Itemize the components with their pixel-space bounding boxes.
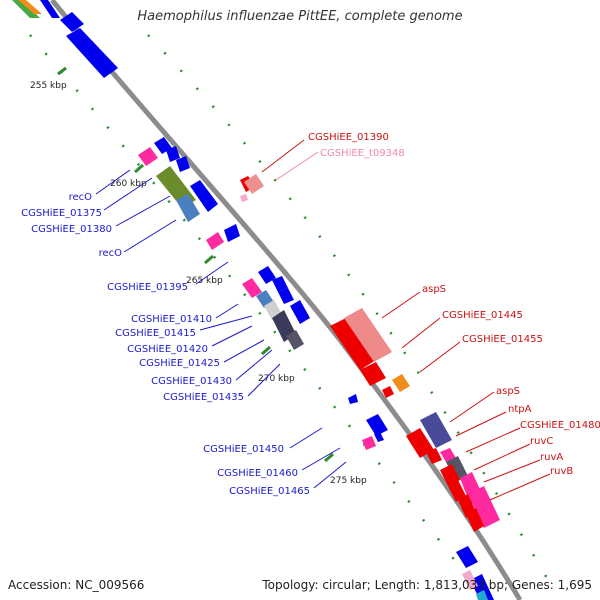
tick-label-270kbp: 270 kbp	[258, 374, 295, 384]
right-gene-labels: CGSHiEE_01390 CGSHiEE_t09348 aspS CGSHiE…	[308, 132, 600, 477]
left-gene-labels: recO CGSHiEE_01375 CGSHiEE_01380 recO CG…	[21, 192, 310, 497]
gene-label-CGSHiEE-01410: CGSHiEE_01410	[131, 314, 212, 325]
gene-label-CGSHiEE-01415: CGSHiEE_01415	[115, 328, 196, 339]
gene-cluster-4	[406, 412, 500, 532]
gene-label-CGSHiEE-01380: CGSHiEE_01380	[31, 224, 112, 235]
gene-label-aspS-1: aspS	[422, 284, 446, 295]
gene-label-CGSHiEE-01425: CGSHiEE_01425	[139, 358, 220, 369]
gene-cluster-1	[138, 137, 264, 250]
genome-summary: Topology: circular; Length: 1,813,033 bp…	[262, 578, 592, 592]
gene-label-ntpA: ntpA	[508, 404, 532, 415]
left-leader-lines	[95, 169, 347, 489]
tick-label-265kbp: 265 kbp	[186, 276, 223, 286]
gene-label-recO-2: recO	[99, 248, 123, 259]
gene-label-CGSHiEE-01390: CGSHiEE_01390	[308, 132, 389, 143]
trna-leader-line	[275, 151, 319, 181]
gene-label-CGSHiEE-01435: CGSHiEE_01435	[163, 392, 244, 403]
gene-cluster-2	[242, 266, 310, 350]
gene-cluster-3	[330, 308, 410, 450]
gene-label-CGSHiEE-01455: CGSHiEE_01455	[462, 334, 543, 345]
gene-label-CGSHiEE-01375: CGSHiEE_01375	[21, 208, 102, 219]
scale-ticks	[57, 66, 334, 463]
gene-label-recO-1: recO	[69, 192, 93, 203]
gene-label-CGSHiEE-01480: CGSHiEE_01480	[520, 420, 600, 431]
gene-label-CGSHiEE-t09348: CGSHiEE_t09348	[320, 148, 405, 159]
gene-label-ruvC: ruvC	[530, 436, 553, 447]
gene-label-CGSHiEE-01430: CGSHiEE_01430	[151, 376, 232, 387]
gene-label-CGSHiEE-01445: CGSHiEE_01445	[442, 310, 523, 321]
gene-label-CGSHiEE-01395: CGSHiEE_01395	[107, 282, 188, 293]
gene-label-CGSHiEE-01420: CGSHiEE_01420	[127, 344, 208, 355]
top-track-stripes	[12, 0, 60, 18]
forward-genes-top	[60, 12, 118, 78]
map-title: Haemophilus influenzae PittEE, complete …	[137, 9, 463, 24]
tick-label-260kbp: 260 kbp	[110, 179, 147, 189]
gene-label-ruvB: ruvB	[550, 466, 573, 477]
gene-label-ruvA: ruvA	[540, 452, 563, 463]
bottom-track-stripes	[456, 546, 494, 600]
accession-label: Accession: NC_009566	[8, 578, 145, 592]
gene-label-CGSHiEE-01465: CGSHiEE_01465	[229, 486, 310, 497]
gene-label-aspS-2: aspS	[496, 386, 520, 397]
gene-label-CGSHiEE-01450: CGSHiEE_01450	[203, 444, 284, 455]
inner-dotted-arc	[29, 34, 471, 581]
outer-dotted-arc	[147, 34, 550, 581]
tick-label-275kbp: 275 kbp	[330, 476, 367, 486]
tick-label-255kbp: 255 kbp	[30, 81, 67, 91]
right-leader-lines	[261, 139, 551, 501]
gene-label-CGSHiEE-01460: CGSHiEE_01460	[217, 468, 298, 479]
